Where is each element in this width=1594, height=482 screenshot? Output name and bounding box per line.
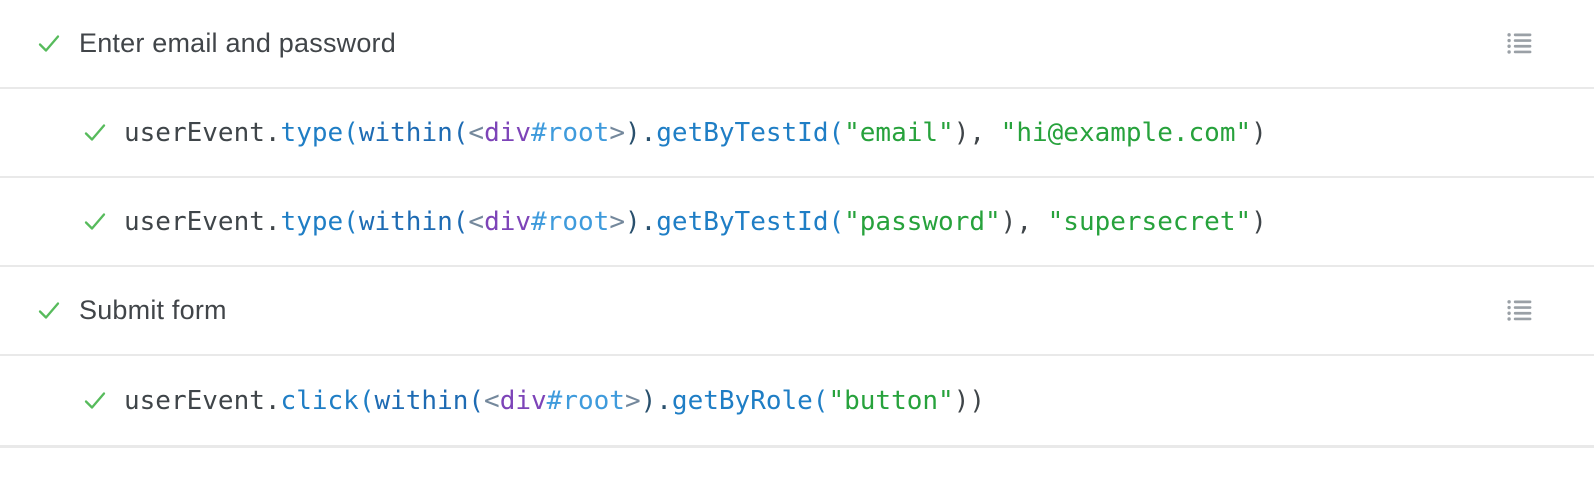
command-text: userEvent.type(within(<div#root>).getByT…	[124, 207, 1267, 237]
code-token-base: userEvent.	[124, 206, 281, 237]
code-token-bracket: <	[468, 117, 485, 148]
code-token-bracket: >	[624, 385, 641, 416]
code-token-chain: ).	[640, 385, 672, 416]
code-token-method: type(	[280, 206, 359, 237]
code-token-base: )	[1251, 117, 1267, 148]
command-text: userEvent.click(within(<div#root>).getBy…	[124, 386, 985, 416]
code-token-within: within(	[358, 206, 469, 237]
check-icon	[84, 123, 106, 142]
test-step-row[interactable]: Enter email and password	[0, 0, 1594, 89]
code-token-base: userEvent.	[124, 385, 281, 416]
code-token-base: ),	[1000, 206, 1048, 237]
code-token-base: )	[1251, 206, 1267, 237]
code-token-string: "supersecret"	[1047, 206, 1252, 237]
code-token-bracket: >	[609, 206, 625, 237]
code-token-method: getByTestId(	[656, 206, 845, 237]
code-token-string: "email"	[844, 117, 954, 148]
code-token-method: getByTestId(	[656, 117, 845, 148]
code-token-method: click(	[280, 385, 375, 416]
code-token-id: #root	[531, 206, 610, 237]
list-icon[interactable]	[1507, 32, 1532, 55]
list-icon[interactable]	[1507, 299, 1532, 322]
code-token-base: ),	[953, 117, 1001, 148]
code-token-chain: ).	[624, 206, 657, 237]
code-token-within: within(	[374, 385, 485, 416]
code-token-tag: div	[484, 206, 532, 237]
command-row[interactable]: userEvent.type(within(<div#root>).getByT…	[0, 178, 1594, 267]
command-row[interactable]: userEvent.type(within(<div#root>).getByT…	[0, 89, 1594, 178]
command-row[interactable]: userEvent.click(within(<div#root>).getBy…	[0, 356, 1594, 448]
code-token-bracket: <	[468, 206, 485, 237]
code-token-string: "password"	[844, 206, 1001, 237]
code-token-chain: ).	[624, 117, 657, 148]
code-token-bracket: <	[484, 385, 500, 416]
check-icon	[38, 34, 60, 53]
code-token-base: userEvent.	[124, 117, 281, 148]
code-token-base: ))	[953, 385, 986, 416]
step-label: Enter email and password	[79, 28, 396, 58]
code-token-tag: div	[484, 117, 532, 148]
code-token-id: #root	[546, 385, 625, 416]
code-token-bracket: >	[609, 117, 625, 148]
check-icon	[84, 391, 106, 410]
code-token-method: getByRole(	[671, 385, 829, 416]
check-icon	[84, 212, 106, 231]
check-icon	[38, 301, 60, 320]
test-step-row[interactable]: Submit form	[0, 267, 1594, 356]
step-label: Submit form	[79, 295, 227, 325]
command-text: userEvent.type(within(<div#root>).getByT…	[124, 118, 1267, 148]
code-token-string: "hi@example.com"	[1000, 117, 1252, 148]
code-token-within: within(	[358, 117, 469, 148]
code-token-tag: div	[499, 385, 547, 416]
code-token-id: #root	[531, 117, 610, 148]
code-token-method: type(	[280, 117, 359, 148]
code-token-string: "button"	[828, 385, 954, 416]
